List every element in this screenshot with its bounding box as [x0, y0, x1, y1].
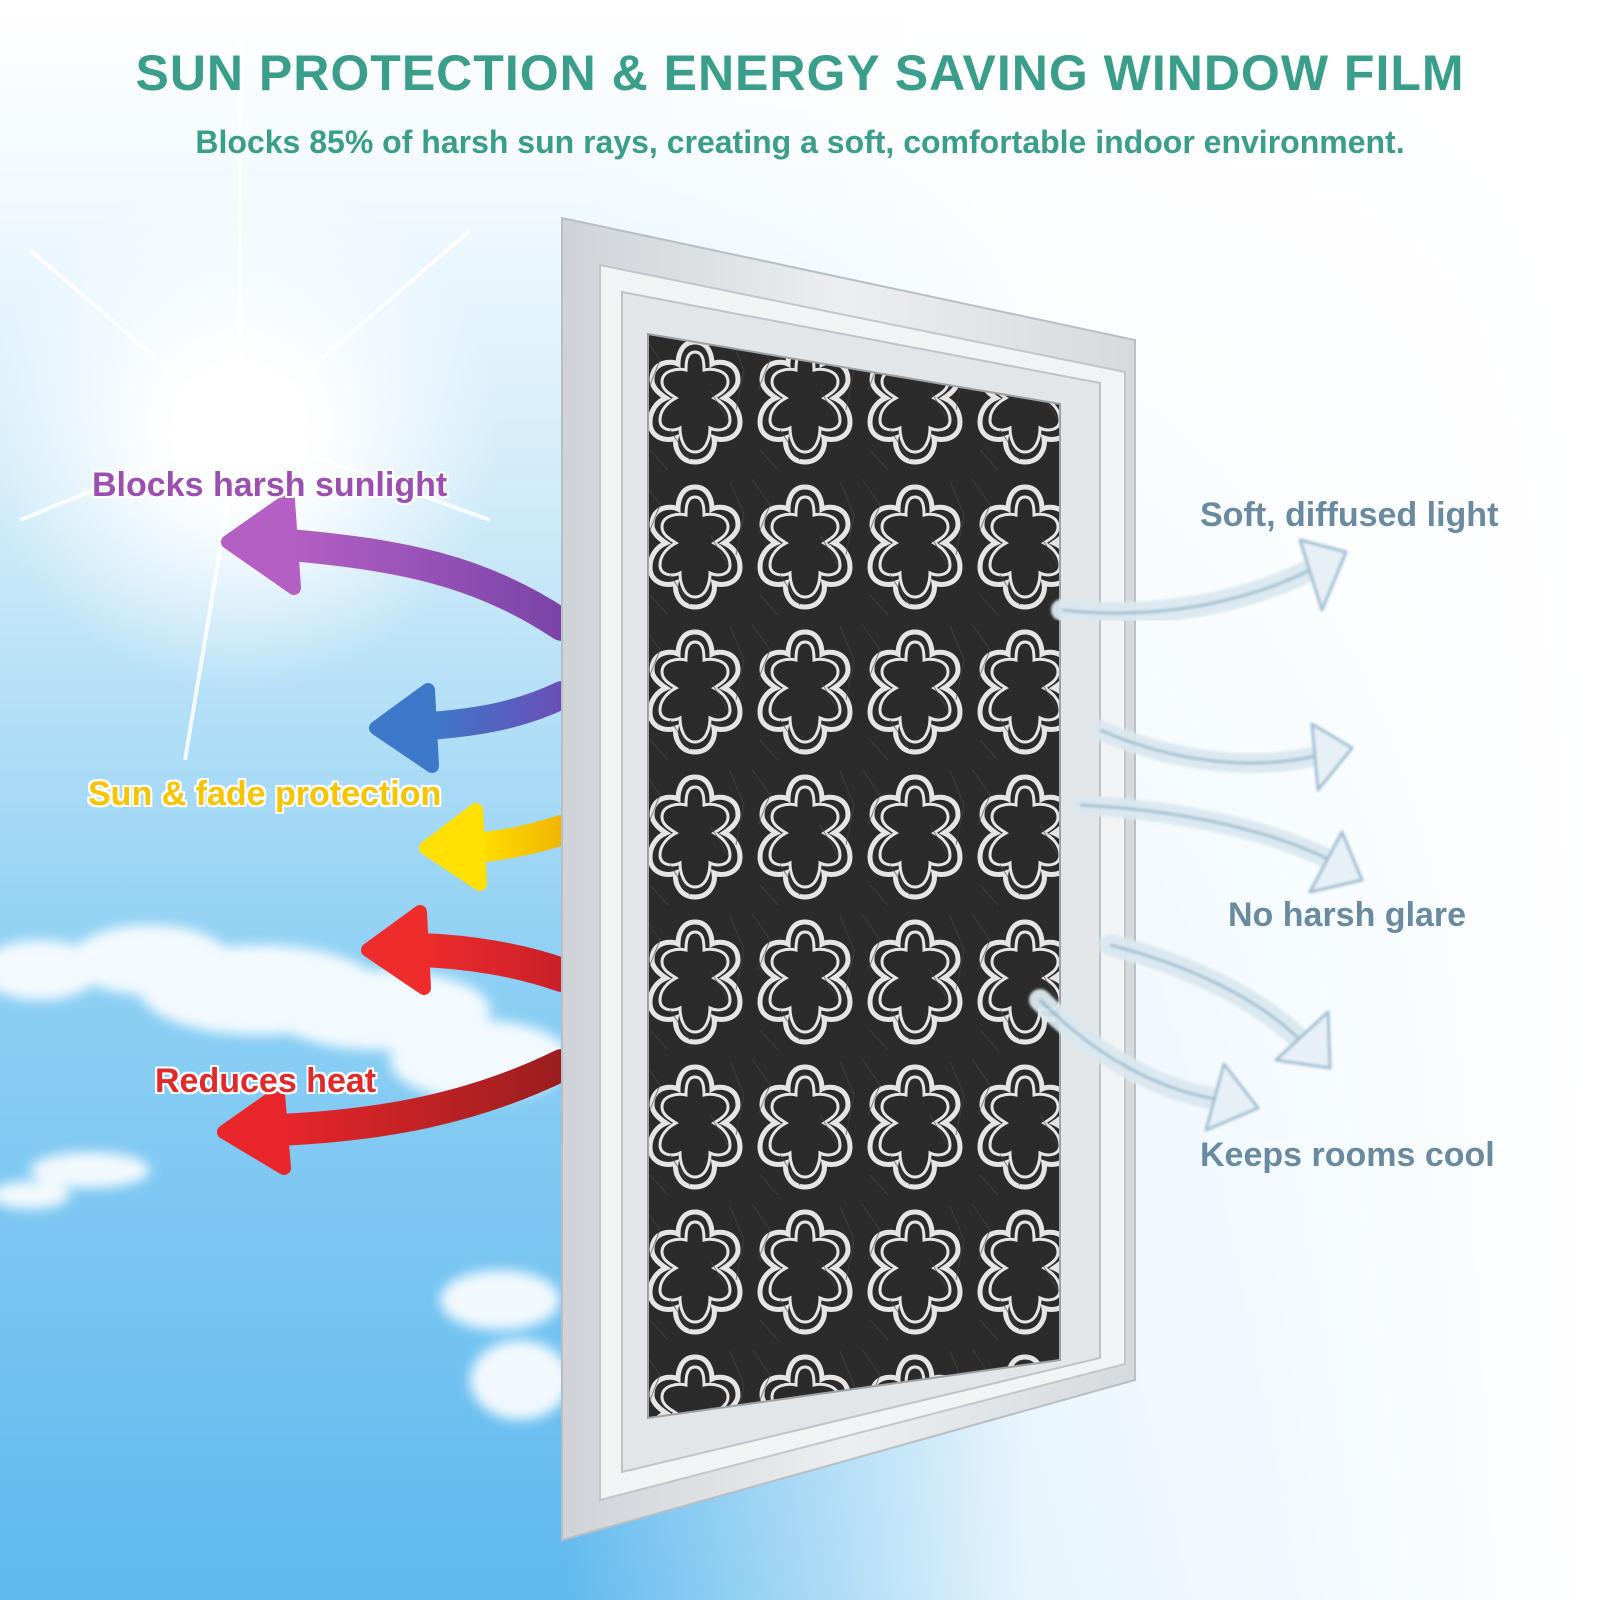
soft-arrow-1	[1051, 538, 1348, 624]
cloud-icon	[0, 925, 570, 1420]
arrow-red	[361, 905, 579, 995]
label-keeps-cool: Keeps rooms cool	[1200, 1136, 1495, 1174]
page-subtitle: Blocks 85% of harsh sun rays, creating a…	[195, 124, 1405, 160]
soft-arrow-2	[1090, 720, 1354, 792]
soft-arrow-3	[1070, 795, 1364, 894]
arrow-blue	[369, 681, 576, 773]
arrow-yellow	[419, 803, 577, 891]
left-arrows	[217, 493, 579, 1175]
window-film	[647, 332, 1061, 1420]
soft-arrow-4	[1099, 934, 1332, 1070]
page-title: SUN PROTECTION & ENERGY SAVING WINDOW FI…	[135, 45, 1465, 101]
window-icon	[561, 216, 1136, 1542]
right-arrows	[1029, 538, 1364, 1132]
label-blocks-sunlight: Blocks harsh sunlight	[92, 466, 448, 504]
label-no-glare: No harsh glare	[1228, 896, 1467, 934]
soft-arrow-5	[1029, 989, 1260, 1132]
film-sheen	[648, 334, 1060, 1418]
label-reduces-heat: Reduces heat	[155, 1062, 377, 1100]
arrow-purple	[221, 493, 578, 641]
arrow-dark-red	[217, 1049, 578, 1175]
label-soft-light: Soft, diffused light	[1200, 496, 1499, 534]
label-fade-protection: Sun & fade protection	[88, 775, 442, 813]
